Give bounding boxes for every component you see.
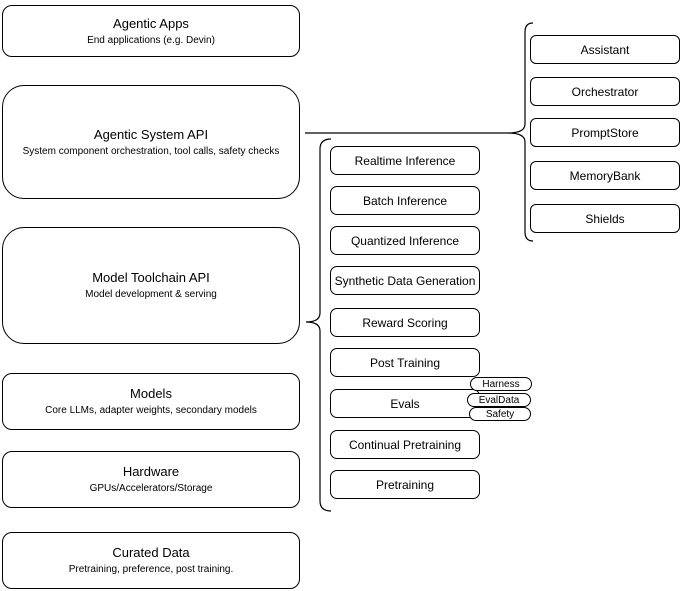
node-title: Agentic Apps bbox=[113, 15, 189, 31]
node-assistant: Assistant bbox=[530, 35, 680, 64]
node-memorybank: MemoryBank bbox=[530, 161, 680, 190]
node-label: Batch Inference bbox=[362, 193, 448, 208]
tag-label: Harness bbox=[482, 378, 520, 390]
node-subtitle: Pretraining, preference, post training. bbox=[68, 564, 234, 575]
node-label: Realtime Inference bbox=[354, 153, 456, 168]
tag-harness: Harness bbox=[470, 377, 532, 391]
node-evals: Evals bbox=[330, 389, 480, 418]
node-batch-inference: Batch Inference bbox=[330, 186, 480, 215]
tag-label: EvalData bbox=[478, 394, 520, 406]
node-shields: Shields bbox=[530, 204, 680, 233]
node-title: Model Toolchain API bbox=[92, 270, 210, 285]
node-label: Pretraining bbox=[375, 477, 435, 492]
node-curated-data: Curated Data Pretraining, preference, po… bbox=[2, 532, 300, 589]
tag-label: Safety bbox=[485, 408, 515, 420]
node-subtitle: Core LLMs, adapter weights, secondary mo… bbox=[45, 405, 257, 416]
node-label: PromptStore bbox=[571, 125, 639, 140]
node-pretraining: Pretraining bbox=[330, 470, 480, 499]
node-label: Synthetic Data Generation bbox=[334, 273, 476, 288]
node-title: Curated Data bbox=[112, 545, 190, 560]
node-label: Quantized Inference bbox=[350, 233, 460, 248]
node-subtitle: System component orchestration, tool cal… bbox=[22, 145, 280, 157]
node-continual-pretraining: Continual Pretraining bbox=[330, 430, 480, 459]
node-reward-scoring: Reward Scoring bbox=[330, 308, 480, 337]
node-model-toolchain-api: Model Toolchain API Model development & … bbox=[2, 227, 300, 344]
node-orchestrator: Orchestrator bbox=[530, 77, 680, 106]
tag-evaldata: EvalData bbox=[467, 393, 531, 407]
node-title: Hardware bbox=[122, 464, 180, 479]
brace-toolchain bbox=[305, 138, 332, 512]
node-subtitle: GPUs/Accelerators/Storage bbox=[89, 483, 213, 494]
node-label: Continual Pretraining bbox=[348, 437, 462, 452]
node-promptstore: PromptStore bbox=[530, 118, 680, 147]
node-subtitle: Model development & serving bbox=[85, 289, 217, 300]
node-quantized-inference: Quantized Inference bbox=[330, 226, 480, 255]
tag-safety: Safety bbox=[469, 407, 531, 421]
node-synthetic-data-generation: Synthetic Data Generation bbox=[330, 266, 480, 295]
node-realtime-inference: Realtime Inference bbox=[330, 146, 480, 175]
node-label: Reward Scoring bbox=[362, 315, 448, 330]
node-hardware: Hardware GPUs/Accelerators/Storage bbox=[2, 451, 300, 508]
node-label: Assistant bbox=[580, 42, 630, 57]
node-title: Models bbox=[130, 386, 172, 401]
node-subtitle: End applications (e.g. Devin) bbox=[87, 34, 215, 46]
node-models: Models Core LLMs, adapter weights, secon… bbox=[2, 373, 300, 430]
node-title: Agentic System API bbox=[93, 126, 209, 142]
node-post-training: Post Training bbox=[330, 348, 480, 377]
node-label: Shields bbox=[585, 211, 625, 226]
node-label: Post Training bbox=[369, 355, 441, 370]
node-label: Evals bbox=[390, 396, 420, 411]
node-agentic-apps: Agentic Apps End applications (e.g. Devi… bbox=[2, 5, 300, 57]
node-agentic-system-api: Agentic System API System component orch… bbox=[2, 85, 300, 199]
node-label: MemoryBank bbox=[569, 168, 641, 183]
node-label: Orchestrator bbox=[571, 84, 639, 99]
